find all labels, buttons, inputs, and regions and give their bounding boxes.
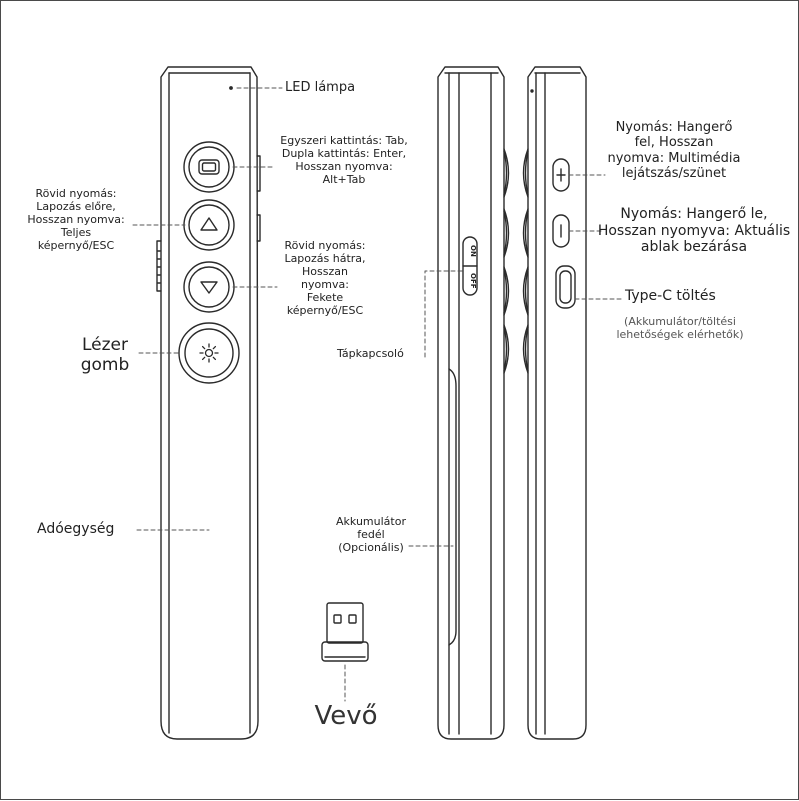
button-2-ring <box>183 199 235 251</box>
button-3-ring <box>183 261 235 313</box>
plus-icon <box>556 168 566 182</box>
front-body-outline <box>160 66 259 740</box>
laser-button-ring <box>178 322 240 384</box>
side-view-device <box>437 66 510 740</box>
switch-on-label: ON <box>469 245 477 257</box>
triangle-up-icon <box>200 217 218 231</box>
sun-icon <box>199 343 219 363</box>
button-1-label: Egyszeri kattintás: Tab,Dupla kattintás:… <box>280 134 408 186</box>
triangle-down-icon <box>200 281 218 294</box>
led-label: LED lámpa <box>285 80 356 95</box>
receiver-label: Vevő <box>314 701 378 731</box>
front-view-device <box>156 66 261 740</box>
usb-receiver <box>321 602 369 662</box>
square-icon <box>198 159 220 175</box>
led-indicator <box>229 86 233 90</box>
switch-off-label: OFF <box>469 273 477 289</box>
leader-lines <box>132 87 624 702</box>
typec-label: Type-C töltés <box>625 288 716 304</box>
rear-view-device <box>522 66 587 740</box>
leader-power-switch <box>424 270 464 358</box>
transmitter-label: Adóegység <box>37 521 115 537</box>
volume-down-label: Nyomás: Hangerő le,Hosszan nyomyva: Aktu… <box>597 206 791 256</box>
button-2-label: Rövid nyomás:Lapozás előre, Hosszan nyom… <box>27 187 125 252</box>
power-switch-label: Tápkapcsoló <box>337 347 404 360</box>
button-1-ring <box>183 141 235 193</box>
typec-port <box>555 265 576 309</box>
